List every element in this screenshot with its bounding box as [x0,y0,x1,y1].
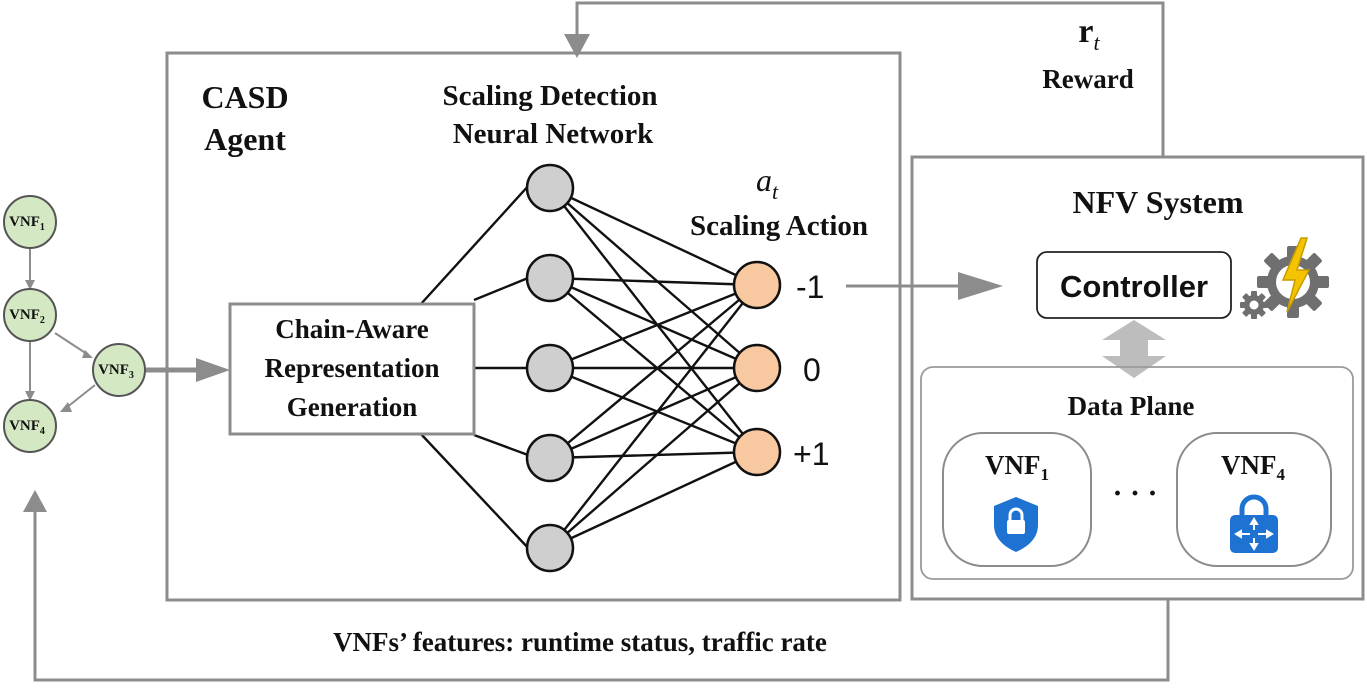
reward-symbol: rt [1078,13,1100,55]
action-arrow [846,272,1003,300]
reward-label: Reward [1042,64,1133,94]
dataplane-vnf1-box [942,432,1092,567]
network-title-line1: Scaling Detection [442,80,657,112]
chain-vnf1-label: VNF1 [9,214,45,233]
chain-to-representation-arrow [146,358,230,382]
dataplane-vnf1-label: VNF1 [985,450,1049,484]
chain-vnf2-node [3,288,57,342]
dataplane-vnf4-box [1176,432,1332,567]
controller-dataplane-double-arrow [1102,320,1166,378]
action-symbol: at [756,162,779,204]
controller-box [1036,251,1232,319]
hidden-node [525,523,575,573]
chain-vnf2-label: VNF2 [9,307,45,326]
output-node [732,427,782,477]
casd-agent-box [165,51,902,602]
hidden-node [525,163,575,213]
hidden-node [525,253,575,303]
nfv-system-title: NFV System [1073,184,1244,220]
gear-lightning-icon [1257,237,1329,318]
representation-line3: Generation [287,392,417,422]
chain-vnf1-node [3,195,57,249]
chain-vnf3-label: VNF3 [98,362,134,381]
output-node [732,260,782,310]
router-lock-icon [1230,494,1278,553]
action-value-0: 0 [803,352,821,388]
representation-line1: Chain-Aware [275,314,429,344]
agent-title-line1: CASD [201,79,288,115]
reward-feedback-arrow [564,1,1165,157]
action-value-plus1: +1 [793,436,829,472]
shield-lock-icon [994,497,1038,552]
dataplane-ellipsis: · · · [1112,477,1157,510]
representation-line2: Representation [265,353,440,383]
chain-vnf3-node [92,343,146,397]
network-title-line2: Neural Network [453,118,654,150]
hidden-node [525,433,575,483]
hidden-node [525,343,575,393]
features-feedback-arrow [23,490,1170,682]
data-plane-label: Data Plane [1068,391,1195,421]
data-plane-box [920,366,1354,580]
action-value-minus1: -1 [796,269,824,305]
network-edges [419,183,758,551]
nfv-system-box [910,155,1365,601]
output-layer [732,260,782,477]
dataplane-vnf4-label: VNF4 [1221,450,1286,484]
chain-vnf4-label: VNF4 [9,418,45,437]
chain-vnf4-node [3,399,57,453]
representation-box [228,302,476,436]
output-node [732,343,782,393]
agent-title-line2: Agent [204,121,286,157]
features-label: VNFs’ features: runtime status, traffic … [333,627,827,657]
small-gear-icon [1240,291,1268,319]
controller-label: Controller [1060,269,1208,304]
vnf-chain: VNF1 VNF2 VNF3 VNF4 [3,195,146,453]
action-label: Scaling Action [690,210,868,242]
hidden-layer [525,163,575,573]
